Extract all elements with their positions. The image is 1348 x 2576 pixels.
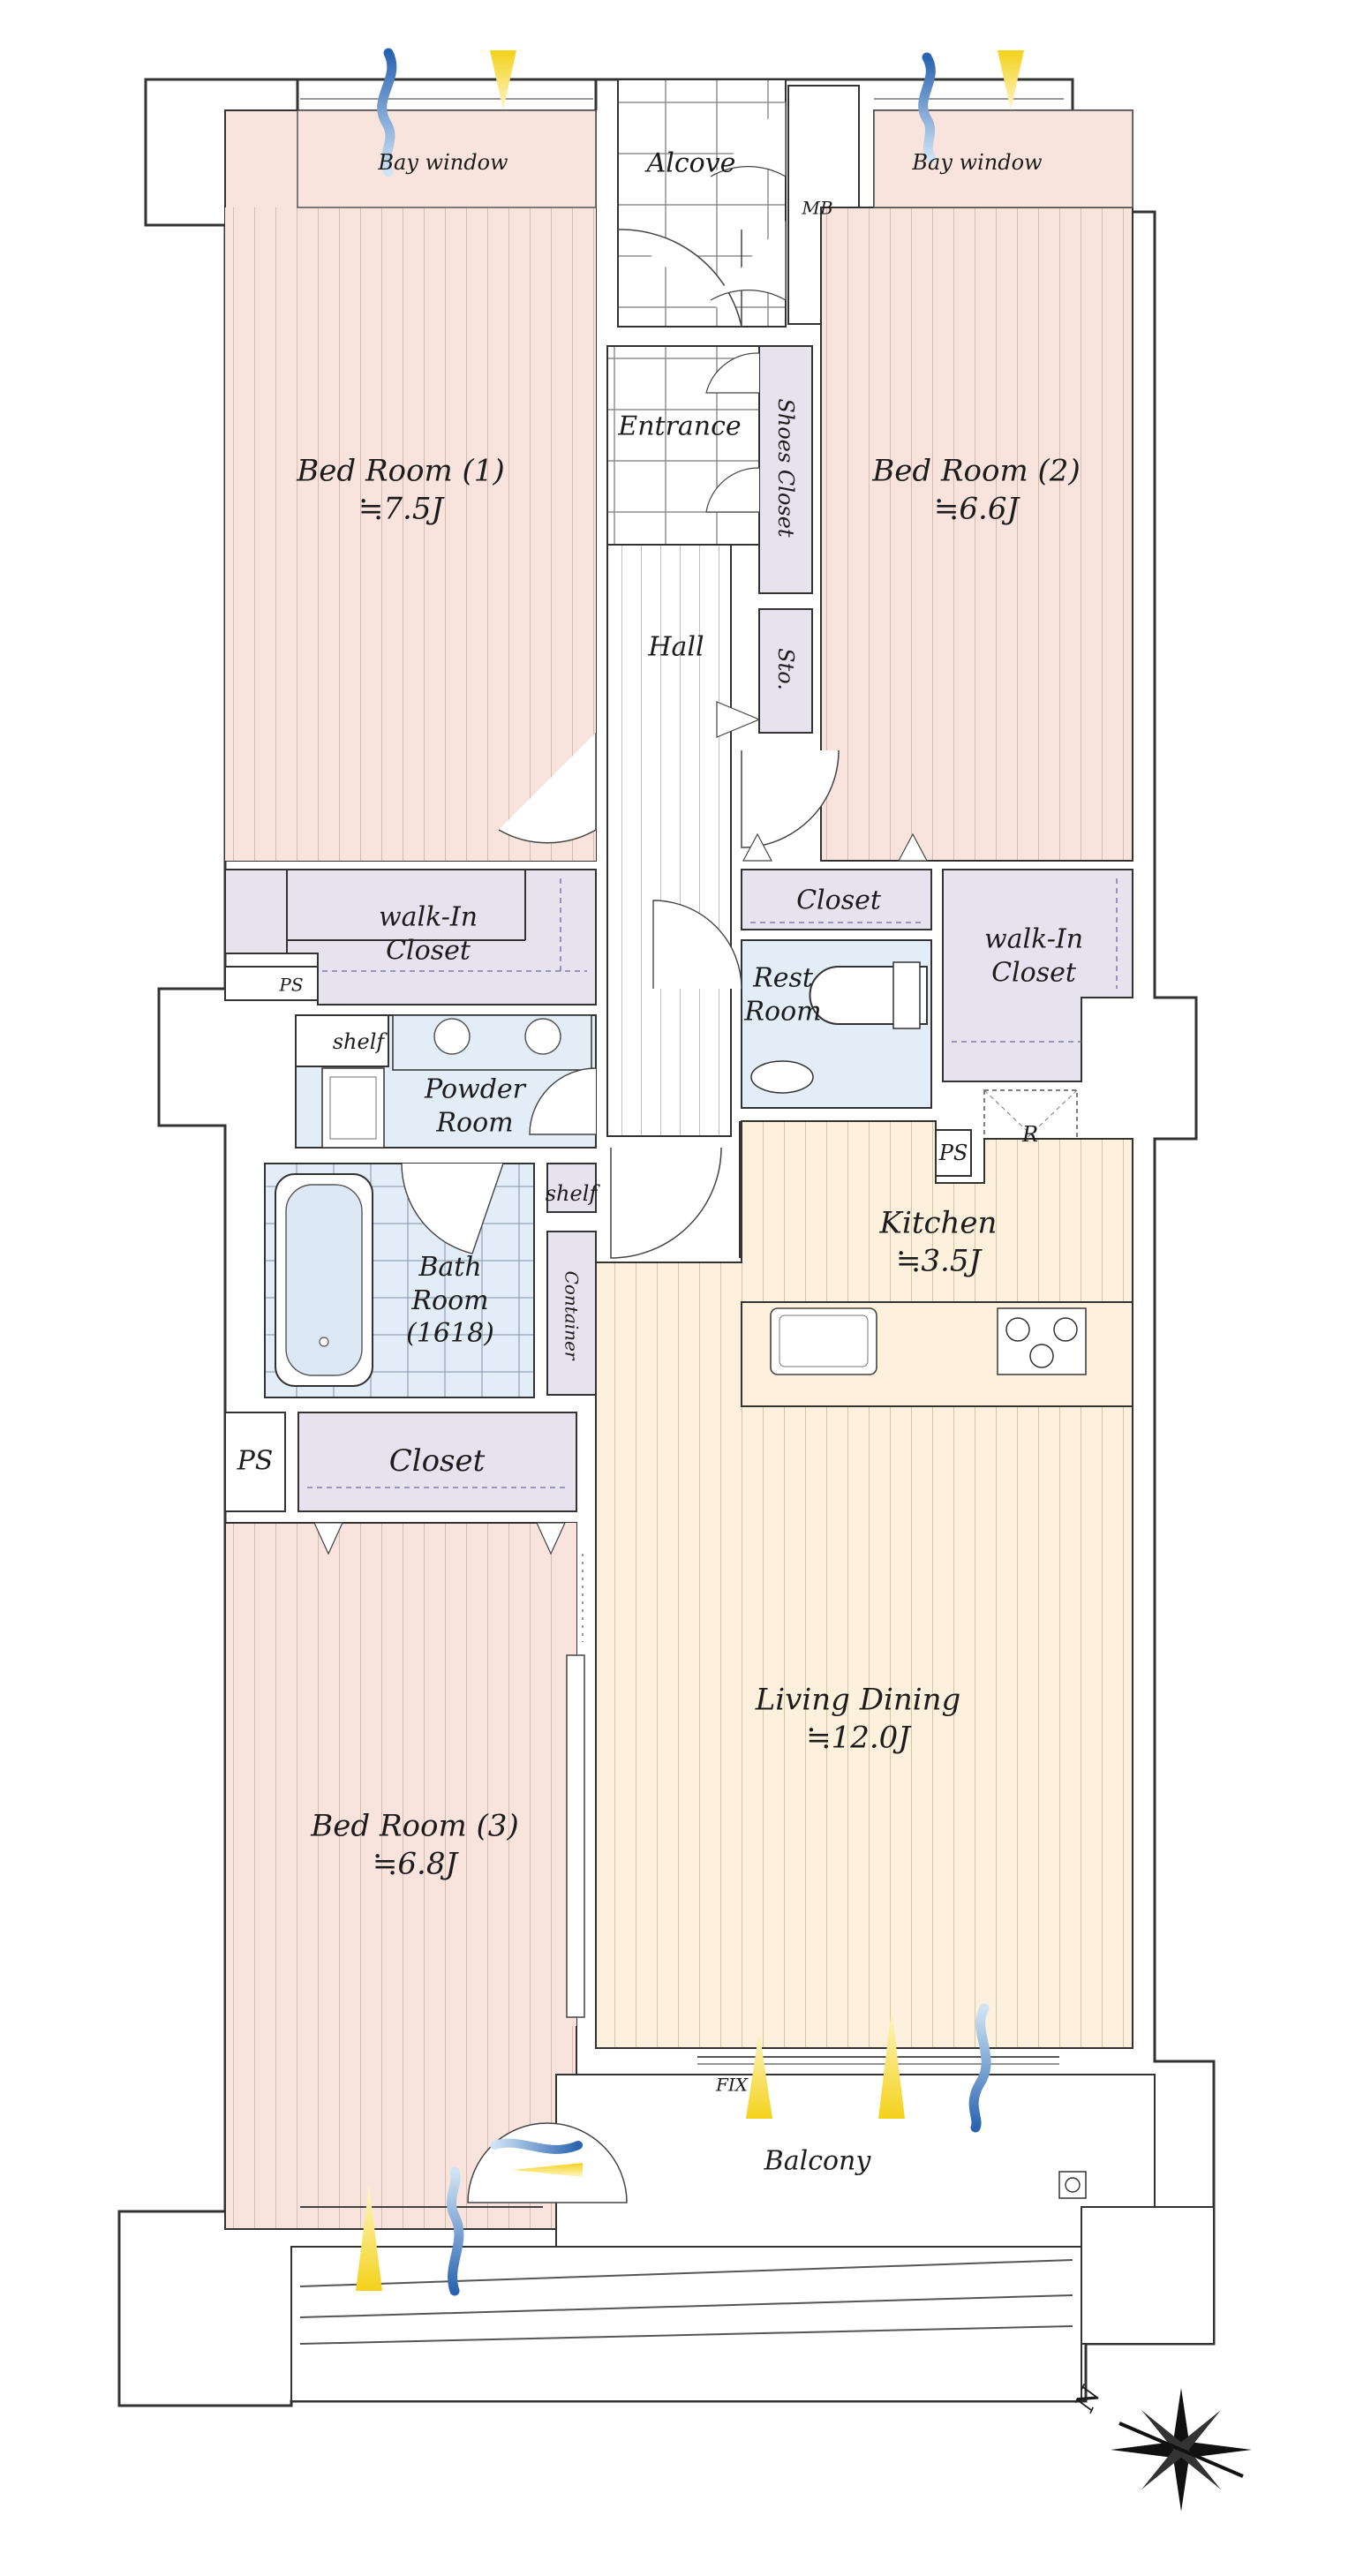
shelf-1 <box>295 1014 389 1067</box>
label-closet-center: Closet <box>796 885 881 916</box>
ps-box-2 <box>935 1129 972 1177</box>
rest-room-line1: Rest <box>753 962 813 994</box>
label-walkin-closet-1: walk-In Closet <box>379 901 478 968</box>
bedroom-3-size: ≒6.8J <box>372 1846 458 1881</box>
walkin-closet-1-line1: walk-In <box>378 901 478 933</box>
bath-room <box>264 1163 535 1398</box>
ps-box-1 <box>224 966 319 1001</box>
label-bedroom-3: Bed Room (3) ≒6.8J <box>311 1808 518 1883</box>
bedroom-2-size: ≒6.6J <box>933 491 1020 526</box>
closet-center <box>741 869 932 930</box>
label-alcove: Alcove <box>646 147 736 179</box>
bedroom-3-name: Bed Room (3) <box>311 1808 519 1844</box>
bedroom-1-name: Bed Room (1) <box>297 453 505 489</box>
cooktop <box>997 1307 1087 1375</box>
bay-window-1-area <box>297 109 597 208</box>
closet-bottom <box>297 1412 577 1512</box>
label-storage: Sto. <box>773 648 798 690</box>
kitchen-counter <box>741 1301 1133 1407</box>
label-mb: MB <box>802 197 833 219</box>
alcove-area <box>617 79 860 328</box>
label-r-mark: R <box>1021 1122 1039 1147</box>
walkin-closet-2-line1: walk-In <box>983 923 1084 955</box>
label-shelf-1: shelf <box>332 1029 385 1054</box>
walkin-closet-1-line2: Closet <box>386 935 471 966</box>
label-shoes-closet: Shoes Closet <box>773 398 798 538</box>
washer-space <box>321 1067 385 1149</box>
vanity <box>392 1014 592 1071</box>
container-closet <box>546 1231 597 1396</box>
label-bath-room: Bath Room (1618) <box>406 1251 494 1351</box>
hall-floor <box>606 544 732 1137</box>
living-dining-size: ≒12.0J <box>806 1720 910 1755</box>
bath-room-line3: (1618) <box>406 1317 494 1349</box>
rest-room-line2: Room <box>744 996 822 1027</box>
drain-icon <box>1058 2171 1087 2199</box>
label-ps-2: PS <box>938 1141 968 1165</box>
sliding-door-bed3 <box>566 1654 585 2018</box>
shoes-closet <box>758 345 813 594</box>
bath-room-line1: Bath <box>418 1251 482 1283</box>
bedroom-1-size: ≒7.5J <box>358 491 444 526</box>
kitchen-size: ≒3.5J <box>895 1243 982 1278</box>
powder-room <box>295 1014 597 1149</box>
label-ps-3: PS <box>237 1445 274 1477</box>
label-bay-window-2: Bay window <box>912 150 1043 175</box>
label-shelf-2: shelf <box>545 1181 598 1206</box>
rest-room <box>652 900 932 1109</box>
label-ps-1: PS <box>279 974 304 996</box>
label-balcony: Balcony <box>764 2145 871 2177</box>
door-bedroom-1 <box>498 733 597 844</box>
ps-box-3 <box>224 1412 286 1512</box>
label-hall: Hall <box>648 631 704 663</box>
bedroom-2-floor <box>820 98 1133 862</box>
balcony-area <box>290 2074 1215 2402</box>
label-bay-window-1: Bay window <box>378 150 508 175</box>
walkin-closet-2 <box>942 869 1133 1082</box>
bedroom-2-name: Bed Room (2) <box>872 453 1081 489</box>
entrance-area <box>606 345 813 734</box>
bath-room-line2: Room <box>411 1284 489 1316</box>
label-fix: FIX <box>715 2074 749 2096</box>
living-dining-name: Living Dining <box>755 1682 961 1718</box>
label-powder-room: Powder Room <box>425 1073 525 1140</box>
wind-indicators <box>377 48 991 2296</box>
label-living-dining: Living Dining ≒12.0J <box>756 1682 961 1757</box>
bedroom-3-floor <box>224 1522 585 2230</box>
storage-closet <box>758 608 813 734</box>
kitchen-name: Kitchen <box>879 1205 998 1241</box>
powder-room-line2: Room <box>436 1107 514 1138</box>
label-container: Container <box>561 1270 583 1360</box>
label-rest-room: Rest Room <box>744 962 821 1028</box>
bedroom-1-floor <box>224 79 598 862</box>
kitchen-sink <box>770 1307 877 1375</box>
label-closet-bottom: Closet <box>388 1442 486 1479</box>
label-walkin-closet-2: walk-In Closet <box>984 923 1083 990</box>
compass-icon <box>1111 2388 1252 2512</box>
label-kitchen: Kitchen ≒3.5J <box>880 1205 998 1280</box>
label-bedroom-1: Bed Room (1) ≒7.5J <box>297 453 504 528</box>
rest-room-sink <box>750 1060 814 1094</box>
door-living <box>610 1147 722 1259</box>
label-entrance: Entrance <box>618 411 742 442</box>
label-bedroom-2: Bed Room (2) ≒6.6J <box>872 453 1080 528</box>
shelf-2 <box>546 1163 597 1213</box>
powder-room-line1: Powder <box>424 1073 526 1105</box>
sun-indicators <box>356 50 1024 2291</box>
walkin-closet-2-line2: Closet <box>991 957 1076 988</box>
